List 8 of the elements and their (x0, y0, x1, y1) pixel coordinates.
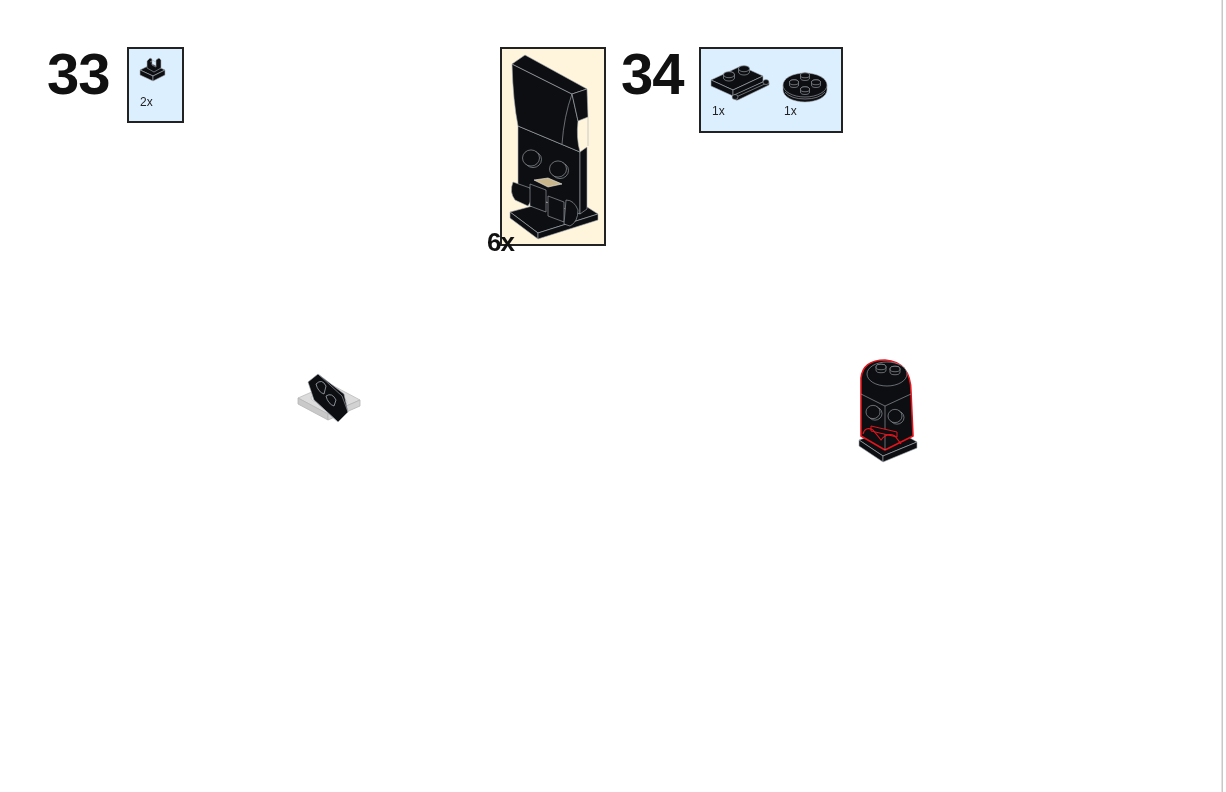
step-number: 33 (47, 45, 110, 103)
parts-list-box (699, 47, 843, 133)
step-number: 34 (621, 45, 684, 103)
quantity-label: 1x (712, 105, 725, 117)
quantity-label: 6x (487, 229, 514, 255)
quantity-label: 2x (140, 96, 153, 108)
parts-list-box (127, 47, 184, 123)
quantity-label: 1x (784, 105, 797, 117)
